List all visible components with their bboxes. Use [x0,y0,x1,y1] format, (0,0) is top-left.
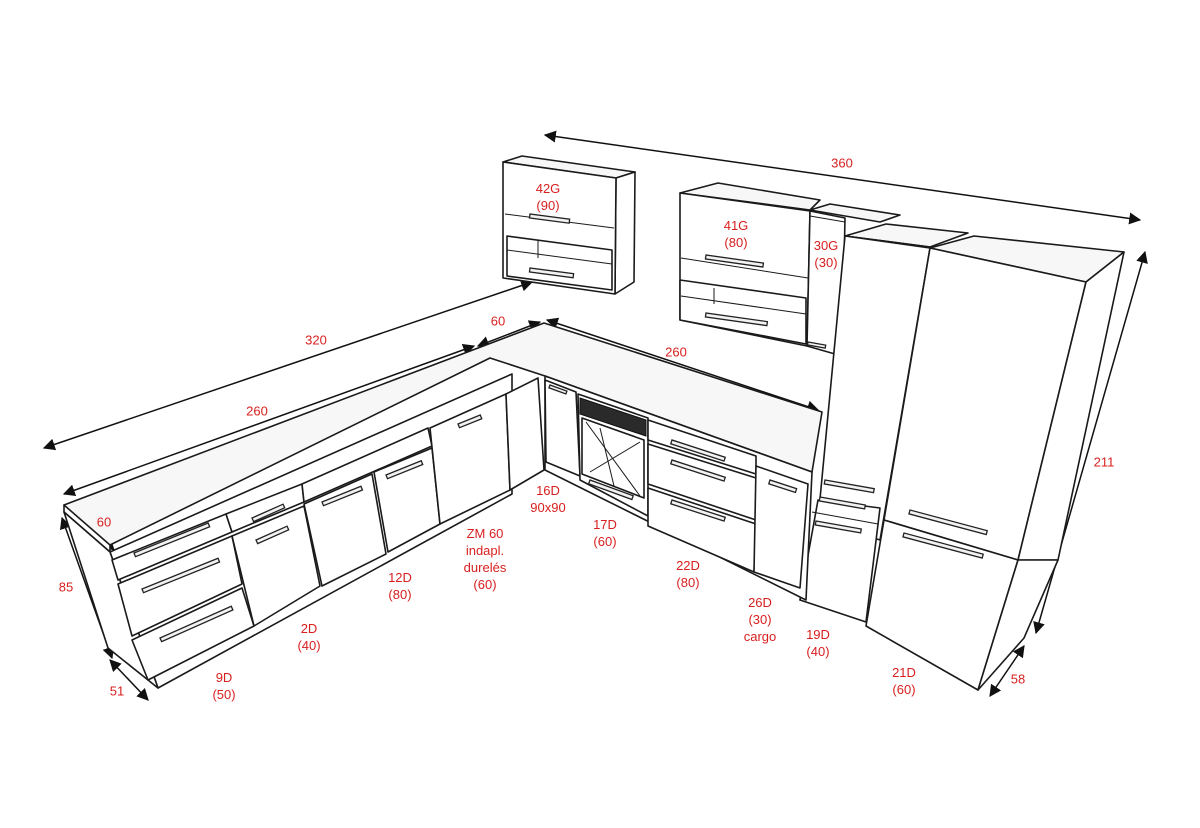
label-17d-width: (60) [593,534,617,549]
label-zm60-code: ZM 60 [466,526,504,541]
label-zm60-width: (60) [473,577,497,592]
dim-260-right: 260 [665,344,687,360]
label-22d-code: 22D [676,558,700,573]
label-41g: 41G (80) [724,217,749,251]
label-16d-code: 16D [536,483,560,498]
label-9d-code: 9D [215,670,233,685]
tall-unit-19d [799,223,969,623]
label-21d-width: (60) [892,682,916,697]
label-9d: 9D (50) [212,669,235,703]
label-26d-width: (30) [748,612,772,627]
label-zm60-line2: indapl. [465,543,505,558]
label-19d-width: (40) [806,644,830,659]
label-30g-width: (30) [814,255,838,270]
dim-60-left: 60 [96,514,112,530]
dim-360: 360 [831,155,853,171]
label-41g-width: (80) [724,235,748,250]
dim-line-260-left [62,344,476,496]
label-41g-code: 41G [723,218,749,233]
label-26d: 26D (30) cargo [744,594,777,645]
label-2d-code: 2D [300,621,318,636]
label-12d-code: 12D [388,570,412,585]
dim-line-360 [543,130,1142,225]
label-2d: 2D (40) [297,620,320,654]
label-42g: 42G (90) [536,180,561,214]
label-19d: 19D (40) [806,626,830,660]
dim-60-top: 60 [490,313,506,329]
dim-211: 211 [1093,454,1115,470]
label-17d-code: 17D [593,517,617,532]
label-26d-note: cargo [743,629,777,644]
label-9d-width: (50) [212,687,236,702]
dim-85: 85 [58,579,74,595]
label-26d-code: 26D [748,595,772,610]
label-42g-width: (90) [536,198,560,213]
wall-cabinet-30g [806,203,901,357]
label-19d-code: 19D [806,627,830,642]
dim-51: 51 [109,683,125,699]
label-2d-width: (40) [297,638,321,653]
wall-cabinet-41g [679,182,821,347]
dim-line-51 [109,659,149,701]
label-22d: 22D (80) [676,557,700,591]
base-run-left [63,373,545,689]
dim-line-260-right [545,317,820,413]
dim-line-58 [989,645,1025,697]
label-22d-width: (80) [676,575,700,590]
label-12d-width: (80) [388,587,412,602]
label-30g: 30G (30) [814,237,839,271]
label-17d: 17D (60) [593,516,617,550]
label-21d: 21D (60) [892,664,916,698]
label-zm60-line3: durelés [463,560,507,575]
dim-320: 320 [305,332,327,348]
label-16d: 16D 90x90 [530,482,565,516]
label-42g-code: 42G [535,181,561,196]
tall-unit-21d [865,235,1125,691]
dim-58: 58 [1010,671,1026,687]
dim-260-left: 260 [246,403,268,419]
label-zm60: ZM 60 indapl. durelés (60) [464,525,507,593]
wall-cabinet-42g [502,155,636,295]
base-run-right [544,375,813,601]
label-21d-code: 21D [892,665,916,680]
dim-line-60-top [476,320,542,348]
label-16d-width: 90x90 [530,500,566,515]
label-12d: 12D (80) [388,569,412,603]
label-30g-code: 30G [813,238,839,253]
